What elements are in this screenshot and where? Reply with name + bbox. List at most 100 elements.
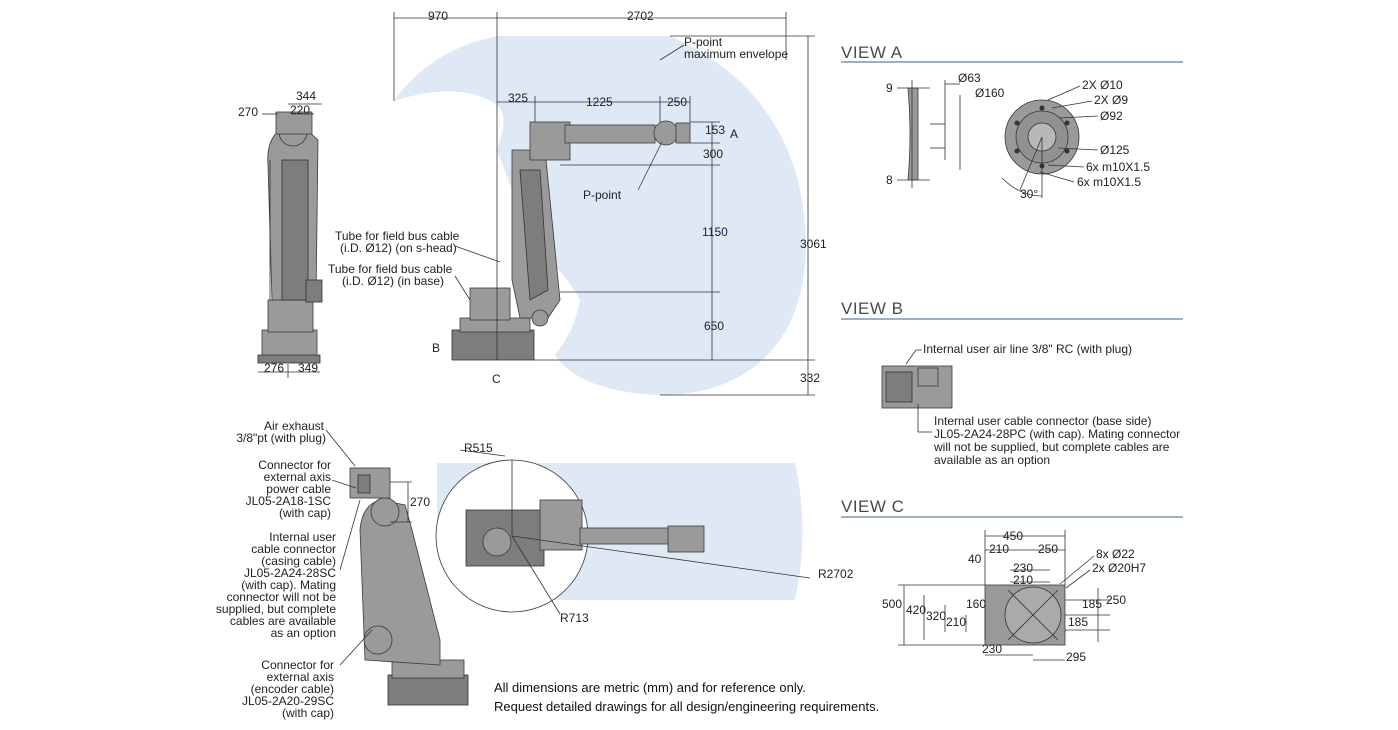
view-b-connector-4: available as an option bbox=[934, 453, 1050, 467]
view-a-2x-d9: 2X Ø9 bbox=[1094, 93, 1128, 107]
dim-650: 650 bbox=[704, 319, 724, 333]
view-b-air-line: Internal user air line 3/8" RC (with plu… bbox=[923, 342, 1132, 356]
back-dim-270: 270 bbox=[410, 495, 430, 509]
view-a-8: 8 bbox=[886, 173, 893, 187]
main-view-robot bbox=[451, 120, 691, 361]
label-r713: R713 bbox=[560, 611, 589, 625]
view-c-40: 40 bbox=[968, 552, 982, 566]
view-a-d63: Ø63 bbox=[958, 71, 981, 85]
view-c-450: 450 bbox=[1003, 529, 1023, 543]
side-view-dimensions: 344 220 270 276 349 bbox=[238, 89, 322, 378]
label-power-1: Connector for bbox=[258, 458, 331, 472]
label-r515: R515 bbox=[464, 441, 493, 455]
view-c-230-bottom: 230 bbox=[982, 642, 1002, 656]
view-c-2x-d20h7: 2x Ø20H7 bbox=[1092, 561, 1146, 575]
view-a-m10-a: 6x m10X1.5 bbox=[1086, 160, 1150, 174]
view-c-295: 295 bbox=[1066, 650, 1086, 664]
back-view-robot: 270 bbox=[325, 429, 469, 706]
dim-2702: 2702 bbox=[627, 9, 654, 23]
dim-332: 332 bbox=[800, 371, 820, 385]
dim-300: 300 bbox=[703, 147, 723, 161]
view-c: VIEW C 450 210 250 40 230 210 8x Ø22 bbox=[841, 497, 1183, 664]
view-b-connector-3: will not be supplied, but complete cable… bbox=[933, 440, 1170, 454]
side-dim-344: 344 bbox=[296, 89, 316, 103]
view-c-185-b: 185 bbox=[1068, 615, 1088, 629]
view-a-m10-b: 6x m10X1.5 bbox=[1077, 175, 1141, 189]
label-encoder-3: (encoder cable) bbox=[251, 682, 334, 696]
label-r2702: R2702 bbox=[818, 567, 854, 581]
label-b: B bbox=[432, 341, 440, 355]
label-internal-7: supplied, but complete bbox=[216, 602, 336, 616]
note-metric: All dimensions are metric (mm) and for r… bbox=[494, 680, 806, 695]
view-c-250-right: 250 bbox=[1106, 593, 1126, 607]
view-c-320: 320 bbox=[926, 609, 946, 623]
dim-970: 970 bbox=[428, 9, 448, 23]
dim-153: 153 bbox=[705, 123, 725, 137]
dim-3061: 3061 bbox=[800, 237, 827, 251]
dim-250: 250 bbox=[667, 95, 687, 109]
label-power-3: power cable bbox=[266, 482, 331, 496]
label-internal-2: cable connector bbox=[251, 542, 336, 556]
label-tube-base-2: (i.D. Ø12) (in base) bbox=[342, 274, 444, 288]
view-c-185-a: 185 bbox=[1082, 597, 1102, 611]
side-dim-276: 276 bbox=[264, 361, 284, 375]
view-a-title: VIEW A bbox=[841, 43, 903, 62]
label-power-5: (with cap) bbox=[279, 506, 331, 520]
side-dim-349: 349 bbox=[298, 361, 318, 375]
label-tube-head-2: (i.D. Ø12) (on s-head) bbox=[340, 241, 457, 255]
view-a: VIEW A Ø63 Ø160 9 8 2X Ø10 2X Ø9 bbox=[841, 43, 1183, 201]
view-a-d160: Ø160 bbox=[975, 86, 1005, 100]
label-p-point: P-point bbox=[583, 188, 622, 202]
label-p-point-envelope-2: maximum envelope bbox=[684, 47, 788, 61]
view-b: VIEW B Internal user air line 3/8" RC (w… bbox=[841, 299, 1183, 467]
label-air-exhaust: Air exhaust bbox=[264, 419, 325, 433]
view-b-title: VIEW B bbox=[841, 299, 904, 318]
view-c-250: 250 bbox=[1038, 542, 1058, 556]
main-view-labels: P-point maximum envelope P-point A B C T… bbox=[328, 35, 788, 386]
label-internal-3: (casing cable) bbox=[261, 554, 336, 568]
label-tube-base: Tube for field bus cable bbox=[328, 262, 453, 276]
view-a-2x-d10: 2X Ø10 bbox=[1082, 78, 1123, 92]
view-b-connector-1: Internal user cable connector (base side… bbox=[934, 414, 1151, 428]
side-dim-270: 270 bbox=[238, 105, 258, 119]
label-internal-9: as an option bbox=[271, 626, 336, 640]
view-a-9: 9 bbox=[886, 81, 893, 95]
dim-325: 325 bbox=[508, 91, 528, 105]
view-a-d92: Ø92 bbox=[1100, 109, 1123, 123]
main-view-dimensions: 970 2702 325 1225 250 153 300 1150 650 3… bbox=[393, 9, 827, 396]
label-tube-head: Tube for field bus cable bbox=[335, 229, 460, 243]
label-air-exhaust-2: 3/8"pt (with plug) bbox=[236, 431, 326, 445]
label-encoder-4: JL05-2A20-29SC bbox=[242, 694, 334, 708]
view-a-30deg: 30° bbox=[1020, 187, 1038, 201]
label-internal-5: (with cap). Mating bbox=[241, 578, 336, 592]
view-c-210-mid: 210 bbox=[1013, 573, 1033, 587]
label-internal-1: Internal user bbox=[269, 530, 336, 544]
view-c-230-top: 230 bbox=[1013, 561, 1033, 575]
top-view-robot: R515 R2702 R713 bbox=[459, 441, 854, 625]
back-view-labels: Air exhaust 3/8"pt (with plug) Connector… bbox=[216, 419, 336, 720]
label-encoder-2: external axis bbox=[267, 670, 334, 684]
label-encoder-5: (with cap) bbox=[282, 706, 334, 720]
label-internal-4: JL05-2A24-28SC bbox=[244, 566, 336, 580]
view-c-8x-d22: 8x Ø22 bbox=[1096, 547, 1135, 561]
view-c-500: 500 bbox=[882, 597, 902, 611]
view-c-title: VIEW C bbox=[841, 497, 904, 516]
label-power-4: JL05-2A18-1SC bbox=[246, 494, 332, 508]
view-c-420: 420 bbox=[906, 603, 926, 617]
dim-1225: 1225 bbox=[586, 95, 613, 109]
work-envelope bbox=[394, 36, 806, 395]
view-b-connector-2: JL05-2A24-28PC (with cap). Mating connec… bbox=[934, 427, 1180, 441]
view-c-210-top: 210 bbox=[989, 542, 1009, 556]
view-c-160: 160 bbox=[966, 597, 986, 611]
label-c: C bbox=[492, 372, 501, 386]
label-encoder-1: Connector for bbox=[261, 658, 334, 672]
label-internal-6: connector will not be bbox=[227, 590, 337, 604]
label-a: A bbox=[730, 127, 738, 141]
dim-1150: 1150 bbox=[702, 225, 728, 239]
note-drawings: Request detailed drawings for all design… bbox=[494, 699, 879, 714]
label-internal-8: cables are available bbox=[230, 614, 336, 628]
label-power-2: external axis bbox=[264, 470, 331, 484]
label-p-point-envelope: P-point bbox=[684, 35, 723, 49]
view-c-210-left: 210 bbox=[946, 615, 966, 629]
